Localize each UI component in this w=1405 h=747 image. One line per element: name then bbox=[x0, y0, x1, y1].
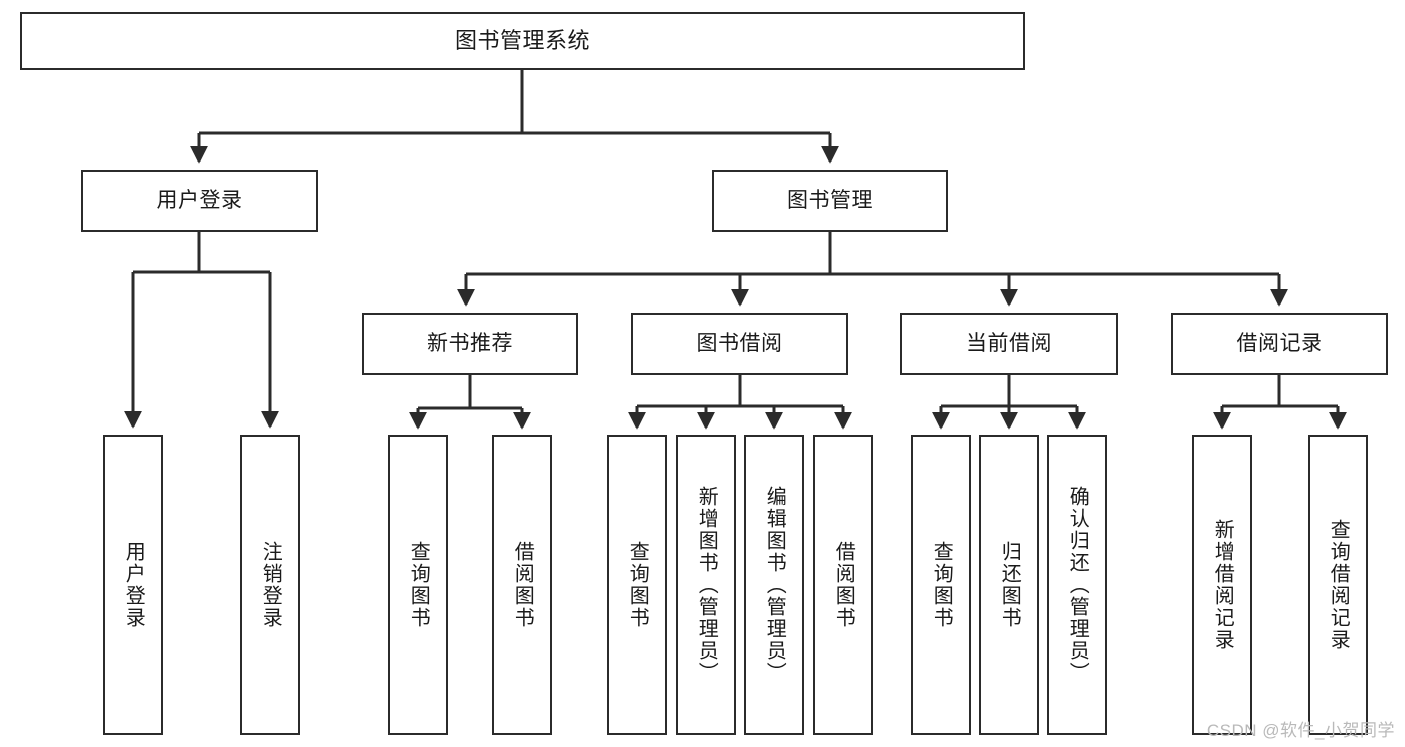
node-leaf-query-book-2-label: 查询图书 bbox=[626, 541, 649, 629]
node-leaf-query-record-label: 查询借阅记录 bbox=[1327, 519, 1350, 651]
node-new-book-rec-label: 新书推荐 bbox=[427, 331, 513, 355]
node-leaf-borrow-book-2[interactable]: 借阅图书 bbox=[813, 435, 873, 735]
node-leaf-return-book-label: 归还图书 bbox=[998, 541, 1021, 629]
node-leaf-add-book-label: 新增图书（管理员） bbox=[695, 486, 718, 684]
node-leaf-query-record[interactable]: 查询借阅记录 bbox=[1308, 435, 1368, 735]
node-current-borrow-label: 当前借阅 bbox=[966, 331, 1052, 355]
node-borrow-record[interactable]: 借阅记录 bbox=[1171, 313, 1388, 375]
node-leaf-query-book-2[interactable]: 查询图书 bbox=[607, 435, 667, 735]
node-leaf-confirm-return[interactable]: 确认归还（管理员） bbox=[1047, 435, 1107, 735]
node-book-manage[interactable]: 图书管理 bbox=[712, 170, 948, 232]
watermark-text: CSDN @软件_小贺同学 bbox=[1206, 721, 1395, 740]
node-new-book-rec[interactable]: 新书推荐 bbox=[362, 313, 578, 375]
node-leaf-edit-book-label: 编辑图书（管理员） bbox=[763, 486, 786, 684]
node-leaf-user-login-label: 用户登录 bbox=[122, 541, 145, 629]
node-leaf-add-record[interactable]: 新增借阅记录 bbox=[1192, 435, 1252, 735]
node-leaf-borrow-book-2-label: 借阅图书 bbox=[832, 541, 855, 629]
node-leaf-borrow-book-1-label: 借阅图书 bbox=[511, 541, 534, 629]
node-leaf-query-book-1[interactable]: 查询图书 bbox=[388, 435, 448, 735]
node-leaf-logout[interactable]: 注销登录 bbox=[240, 435, 300, 735]
node-root-label: 图书管理系统 bbox=[454, 28, 590, 54]
node-leaf-query-book-3[interactable]: 查询图书 bbox=[911, 435, 971, 735]
node-book-borrow[interactable]: 图书借阅 bbox=[631, 313, 848, 375]
node-root[interactable]: 图书管理系统 bbox=[20, 12, 1025, 70]
node-leaf-borrow-book-1[interactable]: 借阅图书 bbox=[492, 435, 552, 735]
node-leaf-query-book-3-label: 查询图书 bbox=[930, 541, 953, 629]
node-book-manage-label: 图书管理 bbox=[787, 188, 873, 212]
node-leaf-query-book-1-label: 查询图书 bbox=[407, 541, 430, 629]
node-leaf-return-book[interactable]: 归还图书 bbox=[979, 435, 1039, 735]
node-leaf-user-login[interactable]: 用户登录 bbox=[103, 435, 163, 735]
node-leaf-logout-label: 注销登录 bbox=[259, 541, 282, 629]
node-current-borrow[interactable]: 当前借阅 bbox=[900, 313, 1118, 375]
node-leaf-edit-book[interactable]: 编辑图书（管理员） bbox=[744, 435, 804, 735]
node-leaf-add-record-label: 新增借阅记录 bbox=[1211, 519, 1234, 651]
node-user-login-label: 用户登录 bbox=[156, 188, 243, 212]
node-leaf-add-book[interactable]: 新增图书（管理员） bbox=[676, 435, 736, 735]
node-book-borrow-label: 图书借阅 bbox=[696, 331, 783, 355]
node-borrow-record-label: 借阅记录 bbox=[1236, 331, 1323, 355]
node-leaf-confirm-return-label: 确认归还（管理员） bbox=[1066, 486, 1089, 684]
node-user-login[interactable]: 用户登录 bbox=[81, 170, 318, 232]
